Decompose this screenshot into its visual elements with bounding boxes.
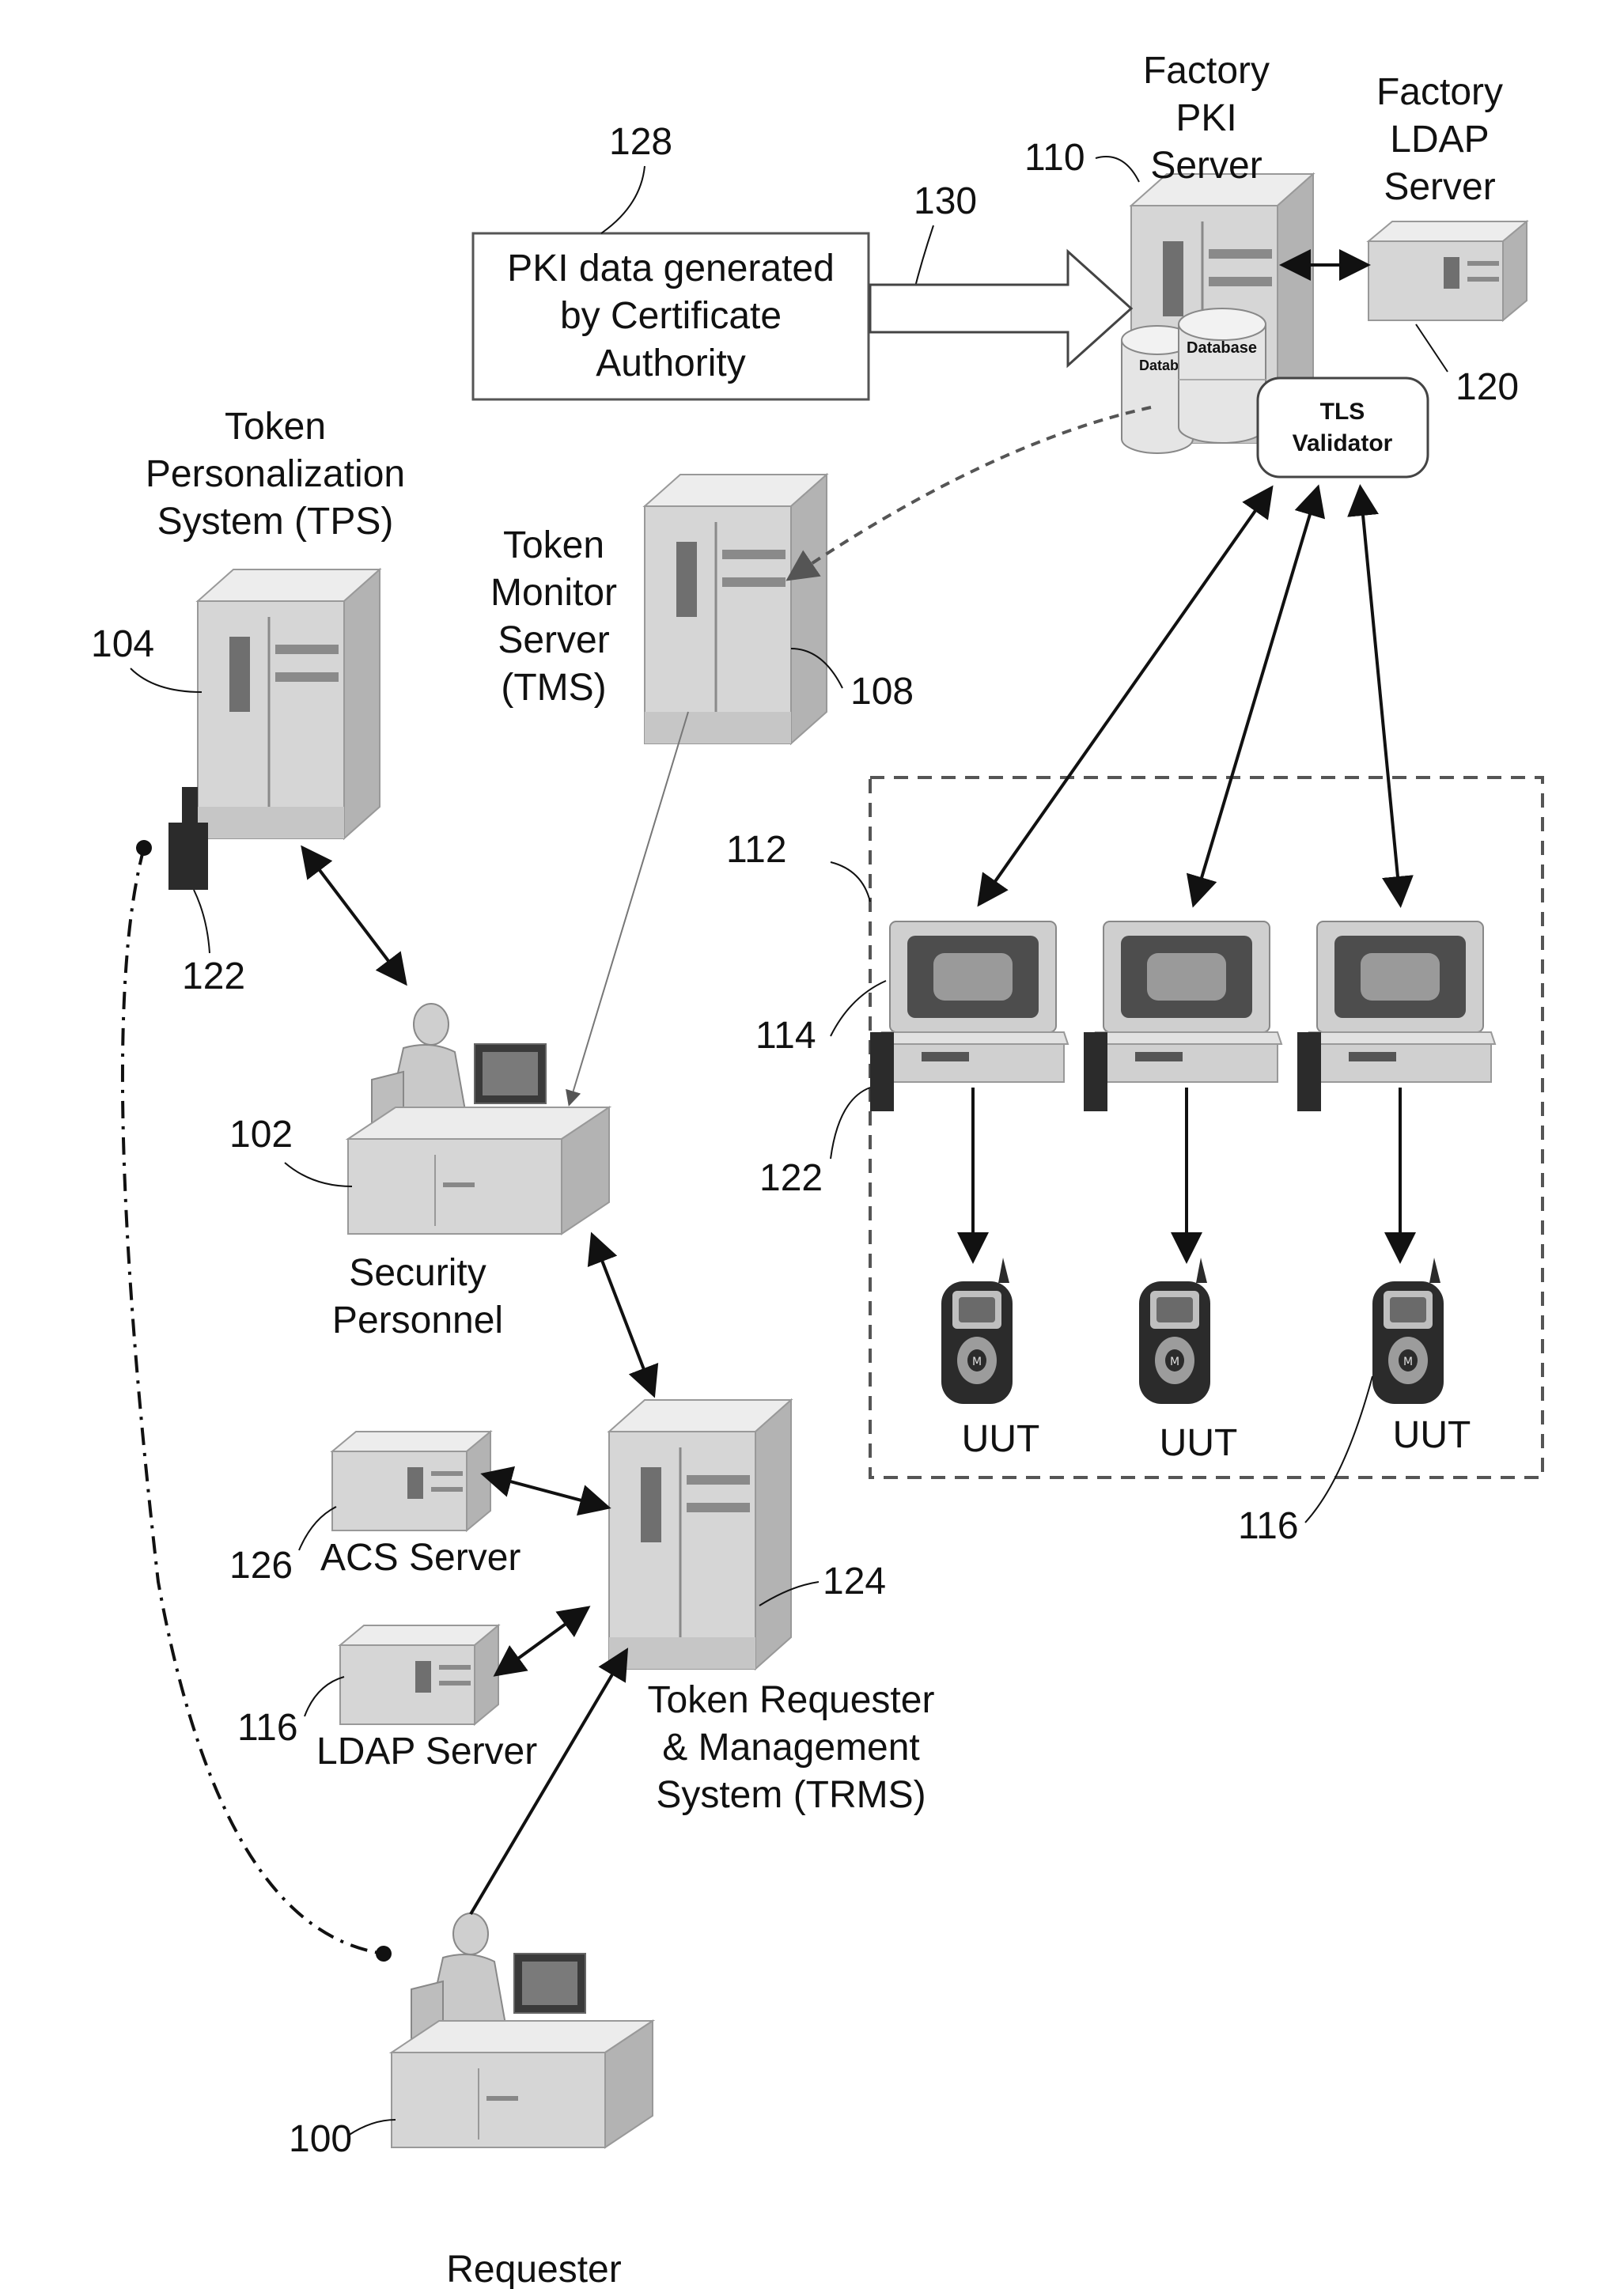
tls-validator-label: Validator bbox=[1293, 430, 1393, 456]
ref-116: 116 bbox=[237, 1707, 298, 1749]
factory-pki-label: PKI bbox=[1175, 97, 1236, 139]
tms-label: (TMS) bbox=[501, 667, 606, 709]
security-trms-link bbox=[593, 1238, 653, 1392]
tms-to-security-link bbox=[570, 712, 688, 1103]
test-station-3 bbox=[1297, 921, 1495, 1111]
computer-workstation-icon bbox=[1084, 921, 1281, 1111]
flip-phone-icon bbox=[941, 1258, 1013, 1404]
desk-icon bbox=[392, 2021, 653, 2147]
acs-server-label: ACS Server bbox=[320, 1537, 521, 1579]
uut-label: UUT bbox=[1160, 1422, 1238, 1464]
ref-110: 110 bbox=[1024, 137, 1085, 179]
pki-data-text: Authority bbox=[596, 342, 745, 384]
ref-128: 128 bbox=[609, 121, 672, 163]
ldap-trms-link bbox=[498, 1610, 585, 1673]
ref-120: 120 bbox=[1456, 366, 1519, 408]
ref-104: 104 bbox=[91, 623, 154, 665]
factory-ldap-label: Server bbox=[1384, 166, 1495, 208]
tls-station2-link bbox=[1194, 490, 1317, 902]
uut-label: UUT bbox=[962, 1418, 1040, 1460]
tls-validator-label: TLS bbox=[1320, 399, 1365, 425]
flip-phone-icon bbox=[1139, 1258, 1210, 1404]
token-personalization-system bbox=[168, 569, 380, 890]
trms-label: Token Requester bbox=[648, 1679, 935, 1721]
tps-label: Personalization bbox=[146, 453, 405, 495]
uut-2 bbox=[1139, 1258, 1210, 1404]
factory-ldap-server bbox=[1368, 221, 1527, 320]
ref-124: 124 bbox=[823, 1561, 886, 1602]
factory-pki-label: Factory bbox=[1143, 50, 1270, 92]
ref-114: 114 bbox=[755, 1015, 816, 1057]
test-station-2 bbox=[1084, 921, 1281, 1111]
factory-ldap-label: Factory bbox=[1376, 71, 1503, 113]
test-station-1 bbox=[870, 921, 1068, 1111]
uut-1 bbox=[941, 1258, 1013, 1404]
ref-122: 122 bbox=[759, 1157, 823, 1199]
acs-server bbox=[332, 1432, 490, 1530]
requester bbox=[392, 1913, 653, 2147]
tls-station3-link bbox=[1361, 490, 1400, 902]
tps-label: System (TPS) bbox=[157, 501, 394, 543]
tps-label: Token bbox=[225, 406, 326, 448]
database-cylinder-icon: Database bbox=[1179, 308, 1266, 443]
ref-130: 130 bbox=[914, 180, 977, 222]
database-label-2: Database bbox=[1187, 339, 1257, 357]
computer-workstation-icon bbox=[1297, 921, 1495, 1111]
requester-label: Requester bbox=[446, 2249, 621, 2289]
database-to-tms-link bbox=[791, 407, 1151, 577]
ref-100: 100 bbox=[289, 2118, 352, 2160]
token-requester-management-system bbox=[609, 1400, 791, 1669]
small-server-icon bbox=[1368, 221, 1527, 320]
tls-validator-box bbox=[1258, 378, 1428, 477]
ref-108: 108 bbox=[850, 671, 914, 713]
security-personnel bbox=[348, 1004, 609, 1234]
factory-pki-label: Server bbox=[1150, 145, 1262, 187]
trms-label: System (TRMS) bbox=[656, 1774, 926, 1816]
ref-112: 112 bbox=[726, 829, 787, 871]
token-monitor-server bbox=[645, 475, 827, 743]
factory-ldap-label: LDAP bbox=[1390, 119, 1489, 161]
factory-pki-server: Datab Database TLS Validator bbox=[1122, 174, 1428, 477]
pki-data-text: by Certificate bbox=[560, 295, 782, 337]
security-personnel-label: Security bbox=[349, 1252, 486, 1294]
small-server-icon bbox=[332, 1432, 490, 1530]
desk-icon bbox=[348, 1107, 609, 1234]
tms-label: Monitor bbox=[490, 572, 617, 614]
ref-122: 122 bbox=[182, 955, 245, 997]
tms-label: Token bbox=[503, 524, 604, 566]
acs-trms-link bbox=[486, 1475, 605, 1507]
database-label-1: Datab bbox=[1139, 358, 1179, 373]
ref-116: 116 bbox=[1238, 1505, 1299, 1547]
pki-data-flow-arrow bbox=[870, 252, 1131, 365]
tps-security-link bbox=[305, 850, 403, 981]
token-delivery-link bbox=[123, 848, 384, 1954]
server-tower-icon bbox=[609, 1400, 791, 1669]
ldap-server bbox=[340, 1625, 498, 1724]
tms-label: Server bbox=[498, 619, 609, 661]
ref-102: 102 bbox=[229, 1114, 293, 1156]
tls-station1-link bbox=[981, 490, 1270, 902]
trms-label: & Management bbox=[662, 1727, 920, 1769]
ref-126: 126 bbox=[229, 1545, 293, 1587]
server-tower-icon bbox=[645, 475, 827, 743]
server-tower-icon bbox=[198, 569, 380, 838]
flip-phone-icon bbox=[1372, 1258, 1444, 1404]
pki-data-text: PKI data generated bbox=[507, 248, 835, 289]
computer-workstation-icon bbox=[870, 921, 1068, 1111]
small-server-icon bbox=[340, 1625, 498, 1724]
uut-3 bbox=[1372, 1258, 1444, 1404]
uut-label: UUT bbox=[1393, 1414, 1471, 1456]
ldap-server-label: LDAP Server bbox=[316, 1731, 537, 1773]
security-personnel-label: Personnel bbox=[332, 1300, 503, 1341]
